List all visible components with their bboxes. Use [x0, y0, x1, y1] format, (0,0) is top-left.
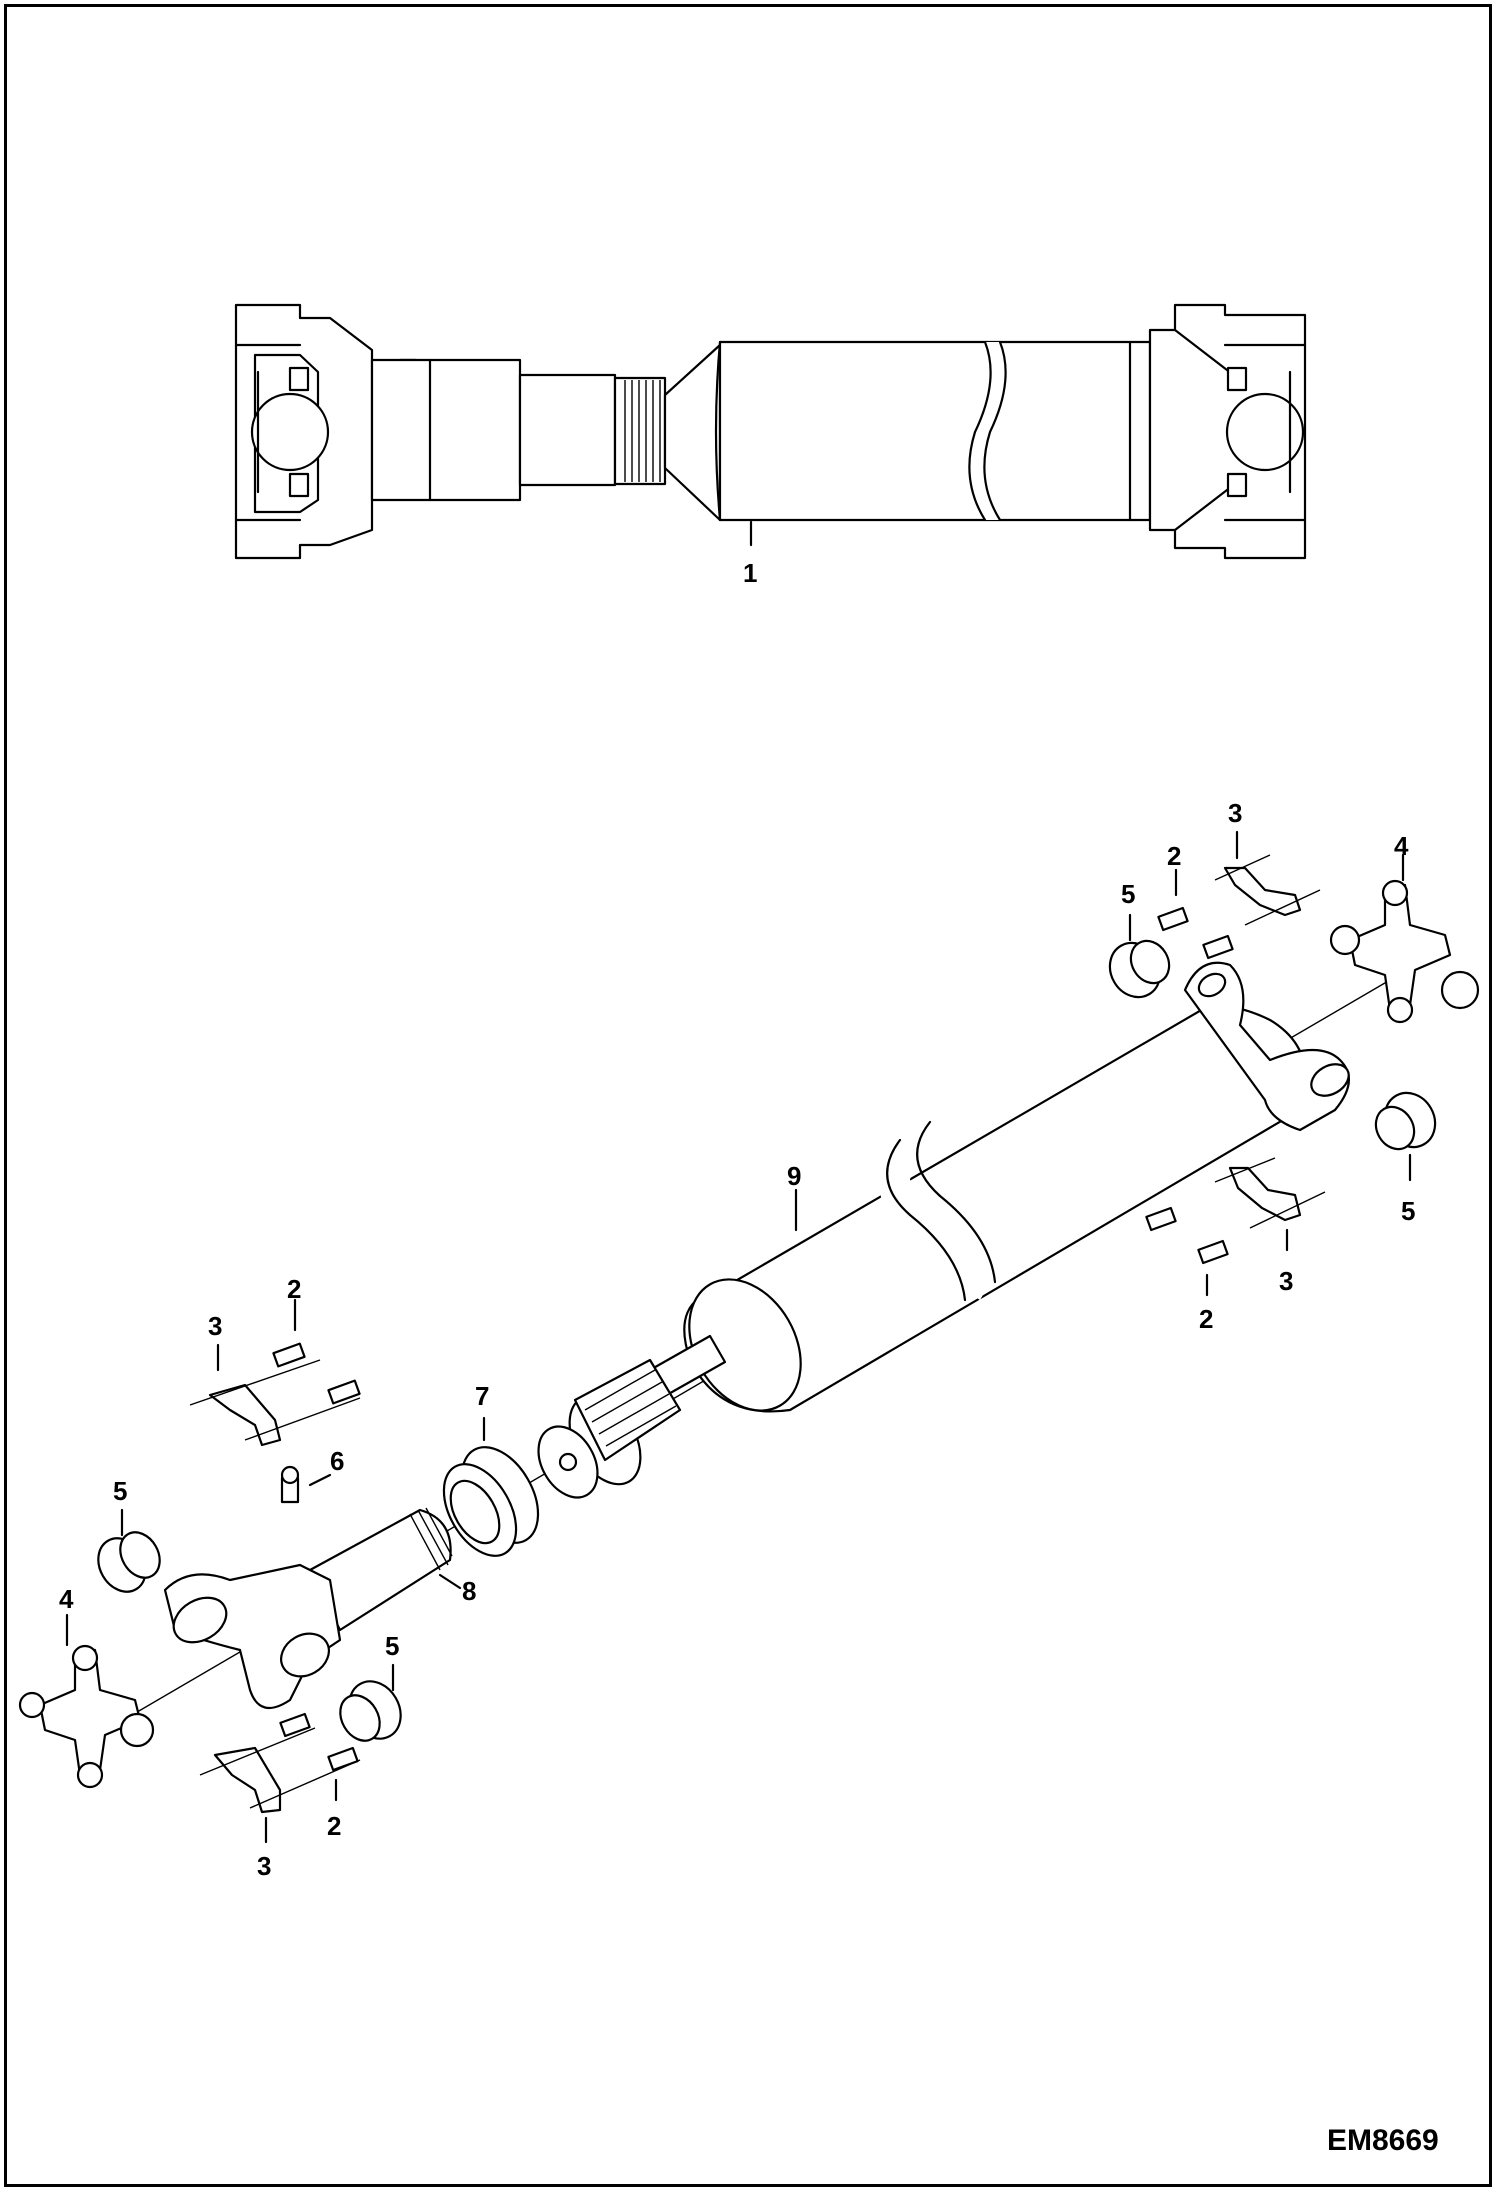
strap-bolt-set-left-upper	[189, 1342, 361, 1447]
callout-5-right-lower: 5	[1401, 1196, 1415, 1226]
strap-bolt-set-right-lower	[1145, 1157, 1326, 1265]
bearing-cap-left-upper	[97, 1531, 161, 1593]
figure-code: EM8669	[1327, 2124, 1439, 2157]
callout-9: 9	[787, 1161, 801, 1191]
slip-yoke-nut	[442, 1446, 540, 1557]
callout-2-right-lower: 2	[1199, 1304, 1213, 1334]
callout-6: 6	[330, 1446, 344, 1476]
callout-5-left-upper: 5	[113, 1476, 127, 1506]
callout-7: 7	[475, 1381, 489, 1411]
callout-3-right-upper: 3	[1228, 798, 1242, 828]
callout-2-right-upper: 2	[1167, 841, 1181, 871]
callout-3-left-lower: 3	[257, 1851, 271, 1881]
driveshaft-assembly	[234, 303, 1307, 560]
callout-3-right-lower: 3	[1279, 1266, 1293, 1296]
driveshaft-tube	[537, 961, 1350, 1499]
callout-5-left-lower: 5	[385, 1631, 399, 1661]
callout-4-right: 4	[1394, 831, 1409, 861]
callout-2-left-upper: 2	[287, 1274, 301, 1304]
callout-2-left-lower: 2	[327, 1811, 341, 1841]
strap-bolt-set-right-upper	[1157, 854, 1321, 960]
callout-5-right-upper: 5	[1121, 879, 1135, 909]
bearing-cap-left-lower	[339, 1680, 402, 1742]
callout-8: 8	[462, 1576, 476, 1606]
u-joint-cross-right	[1329, 879, 1480, 1024]
slip-yoke	[163, 1507, 453, 1710]
u-joint-cross-left	[18, 1644, 155, 1789]
strap-bolt-set-left-lower	[199, 1712, 361, 1814]
bearing-cap-right-lower	[1374, 1091, 1437, 1151]
callout-4-left: 4	[59, 1584, 74, 1614]
callout-1: 1	[743, 558, 757, 588]
callout-3-left-upper: 3	[208, 1311, 222, 1341]
grease-fitting	[280, 1465, 300, 1504]
bearing-cap-right-upper	[1108, 939, 1171, 999]
